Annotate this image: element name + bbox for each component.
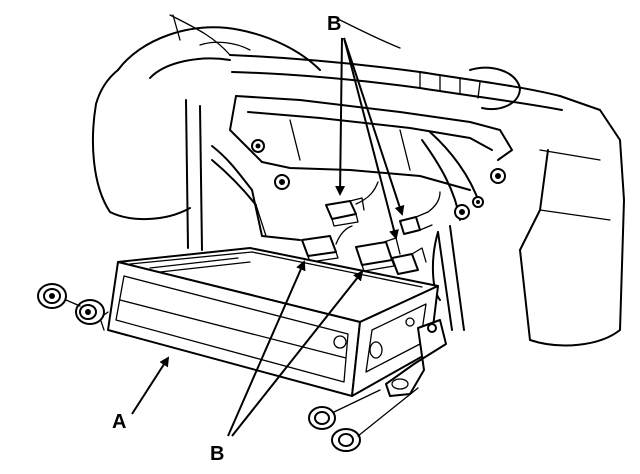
connector-lower-right [391,247,427,275]
label-b-bottom: B [210,443,225,465]
nut-bottom-left [308,406,336,430]
connectors-b [301,181,441,275]
label-a: A [112,411,127,433]
leader-lines [131,37,405,437]
connector-upper-right [399,211,433,235]
label-b-top: B [327,13,342,35]
bolt-left-upper [251,139,265,153]
bolt-left-lower [274,174,290,190]
nut-left-inner [75,299,105,325]
connector-lower-mid [355,237,401,272]
bolt-right-lower [454,204,470,220]
bolt-right-upper [490,168,506,184]
connector-lower-left [301,235,339,263]
connector-upper-left [325,197,365,227]
control-unit-a [99,247,447,397]
leader-a [131,356,170,415]
leader-b-top-2 [343,37,405,216]
bolt-right-mid [472,196,484,208]
bracket-bolts [251,139,506,220]
leader-b-top-1 [335,37,346,196]
leader-b-top-3 [343,37,399,240]
dashboard-structure [92,14,625,347]
leader-b-bottom-1 [227,260,306,437]
mounting-nuts [37,283,419,452]
leader-b-bottom-2 [231,270,364,437]
nut-left-outer [37,283,67,309]
nut-bottom-right [331,428,361,452]
